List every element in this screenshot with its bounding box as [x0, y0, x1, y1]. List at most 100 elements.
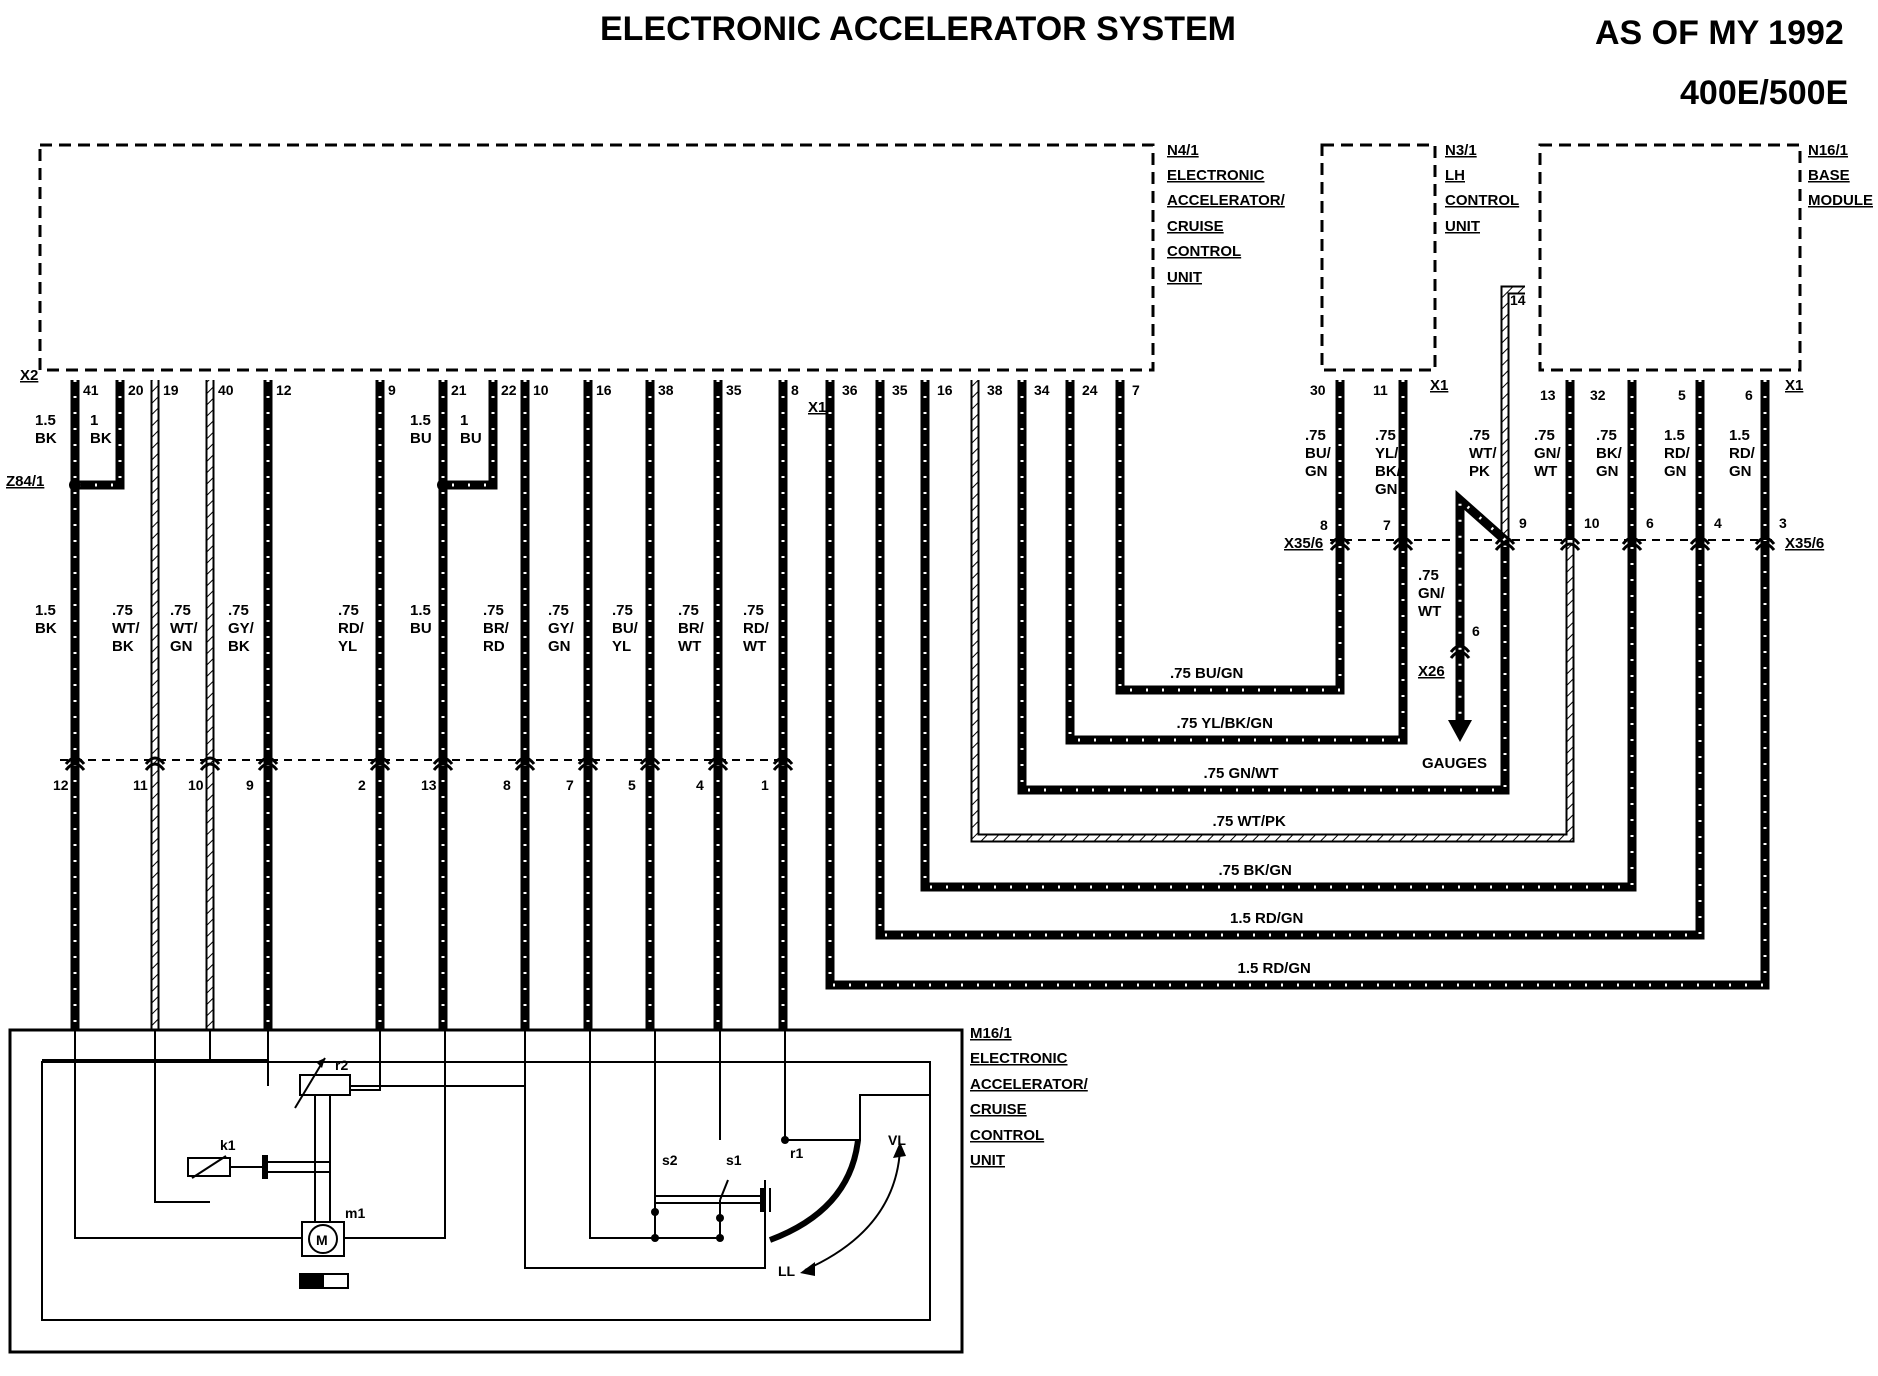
x2-label-20-line-0: 1 — [90, 412, 98, 429]
n16-label-14-line-2: PK — [1469, 463, 1490, 480]
x2-plug-40 — [199, 756, 221, 765]
x2-label-40-line-2: GN — [170, 638, 193, 655]
x1-wire-pin-36-stripe — [828, 380, 1767, 987]
x2-plug-35-b — [707, 762, 729, 771]
n16-wire-pin-14-stripe — [1502, 287, 1525, 540]
n16-x35-pin-4: 4 — [1714, 515, 1722, 531]
x2-label-22-line-1: BU — [460, 430, 482, 447]
x1-top-pin-24: 24 — [1082, 382, 1098, 398]
x1-wire-pin-38-stripe — [972, 380, 1573, 841]
actuator-shaft — [314, 1095, 331, 1222]
n3-1-control-unit-box — [1320, 143, 1437, 372]
x2-top-pin-22: 22 — [501, 382, 517, 398]
n16-plug-3 — [1754, 536, 1776, 545]
svg-text:r2: r2 — [335, 1057, 348, 1073]
x2-bottom-pin-19: 11 — [133, 777, 148, 793]
x2-plug-16 — [577, 756, 599, 765]
n16-plug-6-b — [1621, 542, 1643, 551]
x1-wire-label-34: .75 GN/WT — [1204, 765, 1279, 782]
n16-x35-pin-3: 3 — [1779, 515, 1787, 531]
x2-bottom-pin-40: 10 — [188, 777, 204, 793]
n16-pin-32: 32 — [1590, 387, 1606, 403]
x2-top-pin-21: 21 — [451, 382, 467, 398]
gauge-wire — [1455, 489, 1508, 720]
z84-1-label: Z84/1 — [6, 473, 44, 490]
m16-1-label: M16/1 ELECTRONIC ACCELERATOR/ CRUISE CON… — [970, 1025, 1089, 1169]
x2-plug-16-b — [577, 762, 599, 771]
x2-label-41-line-0: 1.5 — [35, 602, 56, 619]
svg-text:CONTROL: CONTROL — [1167, 243, 1241, 260]
x2-top-pin-38: 38 — [658, 382, 674, 398]
x2-bottom-pin-35: 4 — [696, 777, 704, 793]
x2-plug-40-b — [199, 762, 221, 771]
svg-text:s1: s1 — [726, 1152, 742, 1168]
svg-text:s2: s2 — [662, 1152, 678, 1168]
n3-plug-30-b — [1329, 542, 1351, 551]
x2-plug-9 — [369, 756, 391, 765]
svg-text:BASE: BASE — [1808, 167, 1850, 184]
n3-label-30-line-2: GN — [1305, 463, 1328, 480]
x2-top-pin-10: 10 — [533, 382, 549, 398]
n16-label-32-line-0: .75 — [1534, 427, 1555, 444]
n3-plug-30 — [1329, 536, 1351, 545]
n16-pin-13: 13 — [1540, 387, 1556, 403]
x2-plug-12-b — [257, 762, 279, 771]
x2-plug-12 — [257, 756, 279, 765]
n16-pin-14: 14 — [1510, 292, 1526, 308]
x2-label-10-line-2: RD — [483, 638, 505, 655]
ll-label: LL — [778, 1263, 796, 1279]
x2-label-38-line-0: .75 — [612, 602, 633, 619]
x2-bottom-pin-8: 1 — [761, 777, 769, 793]
gauge-wire-label-line-2: WT — [1418, 603, 1441, 620]
x1-wire-pin-16 — [920, 380, 1637, 892]
x26-plug — [1449, 644, 1471, 653]
vl-label: VL — [888, 1132, 906, 1148]
x2-label-35-line-2: WT — [678, 638, 701, 655]
x2-plug-38-b — [639, 762, 661, 771]
x2-bottom-pin-16: 7 — [566, 777, 574, 793]
x1-top-pin-36: 36 — [842, 382, 858, 398]
svg-text:M16/1: M16/1 — [970, 1025, 1012, 1042]
m1-motor: M m1 — [299, 1205, 365, 1289]
x1-wire-pin-24 — [1065, 380, 1408, 745]
svg-text:N4/1: N4/1 — [1167, 142, 1199, 159]
x2-top-pin-8: 8 — [791, 382, 799, 398]
x2-bottom-pin-9: 2 — [358, 777, 366, 793]
n16-1-base-module-box — [1538, 143, 1802, 372]
svg-text:CONTROL: CONTROL — [970, 1127, 1044, 1144]
svg-text:ACCELERATOR/: ACCELERATOR/ — [970, 1076, 1089, 1093]
n16-label-5-line-2: GN — [1596, 463, 1619, 480]
x2-label-21-top-line-0: 1.5 — [410, 412, 431, 429]
diagram-title: ELECTRONIC ACCELERATOR SYSTEM — [600, 10, 1236, 48]
n3-x35-pin-7: 7 — [1383, 517, 1391, 533]
x2-plug-19 — [144, 756, 166, 765]
x1-top-pin-7: 7 — [1132, 382, 1140, 398]
n4-1-label: N4/1 ELECTRONIC ACCELERATOR/ CRUISE CONT… — [1167, 142, 1286, 286]
x2-label-19-line-2: BK — [112, 638, 134, 655]
x1-top-pin-34: 34 — [1034, 382, 1050, 398]
x2-plug-10-b — [514, 762, 536, 771]
x2-label-9-line-1: RD/ — [338, 620, 365, 637]
n16-1-label: N16/1 BASE MODULE — [1808, 142, 1873, 209]
x2-label-21-top-line-1: BU — [410, 430, 432, 447]
svg-text:N16/1: N16/1 — [1808, 142, 1848, 159]
r2-potentiometer: r2 — [294, 1057, 351, 1109]
k1-clutch: k1 — [187, 1137, 330, 1179]
n3-label-11-line-2: BK/ — [1375, 463, 1402, 480]
x2-top-pin-20: 20 — [128, 382, 144, 398]
n3-top-pin-30: 30 — [1310, 382, 1326, 398]
x1-wire-pin-7 — [1115, 380, 1345, 695]
x1-top-pin-16: 16 — [937, 382, 953, 398]
gauge-wire-label-line-1: GN/ — [1418, 585, 1446, 602]
x2-label-40-line-1: WT/ — [170, 620, 198, 637]
x2-label-35-line-0: .75 — [678, 602, 699, 619]
x2-label-9-line-0: .75 — [338, 602, 359, 619]
svg-text:M: M — [316, 1232, 328, 1248]
x2-label-12-line-1: GY/ — [228, 620, 255, 637]
x2-label-8-line-1: RD/ — [743, 620, 770, 637]
n16-plug-9-b — [1494, 542, 1516, 551]
x2-top-pin-16: 16 — [596, 382, 612, 398]
n16-plug-4 — [1689, 536, 1711, 545]
x2-label-41-line-1: BK — [35, 620, 57, 637]
